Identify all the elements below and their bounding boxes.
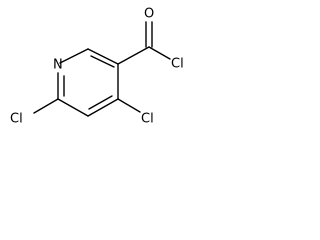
bond-c5-c6 <box>57 98 89 117</box>
chlorine-4-label: Cl <box>141 112 154 127</box>
bond-lines <box>33 21 171 117</box>
bond-c4-c5-inner <box>88 95 113 110</box>
nitrogen-label: N <box>53 58 63 73</box>
bond-c2-c3 <box>87 48 119 65</box>
chlorine-6-label: Cl <box>10 112 23 127</box>
structure-diagram: N O Cl Cl Cl <box>10 7 184 127</box>
bond-c2-c3-inner <box>90 55 115 68</box>
atom-labels: N O Cl Cl Cl <box>10 7 184 127</box>
bond-c4-c5 <box>87 98 119 117</box>
carbonyl-oxygen-label: O <box>144 7 154 22</box>
bond-c6-cl <box>33 98 59 114</box>
bond-c4-cl <box>117 98 141 113</box>
bond-c3-carbonyl <box>117 46 150 65</box>
acyl-chlorine-label: Cl <box>171 57 184 72</box>
bond-carbonyl-cl <box>148 46 171 60</box>
bond-n-c2 <box>59 48 89 64</box>
